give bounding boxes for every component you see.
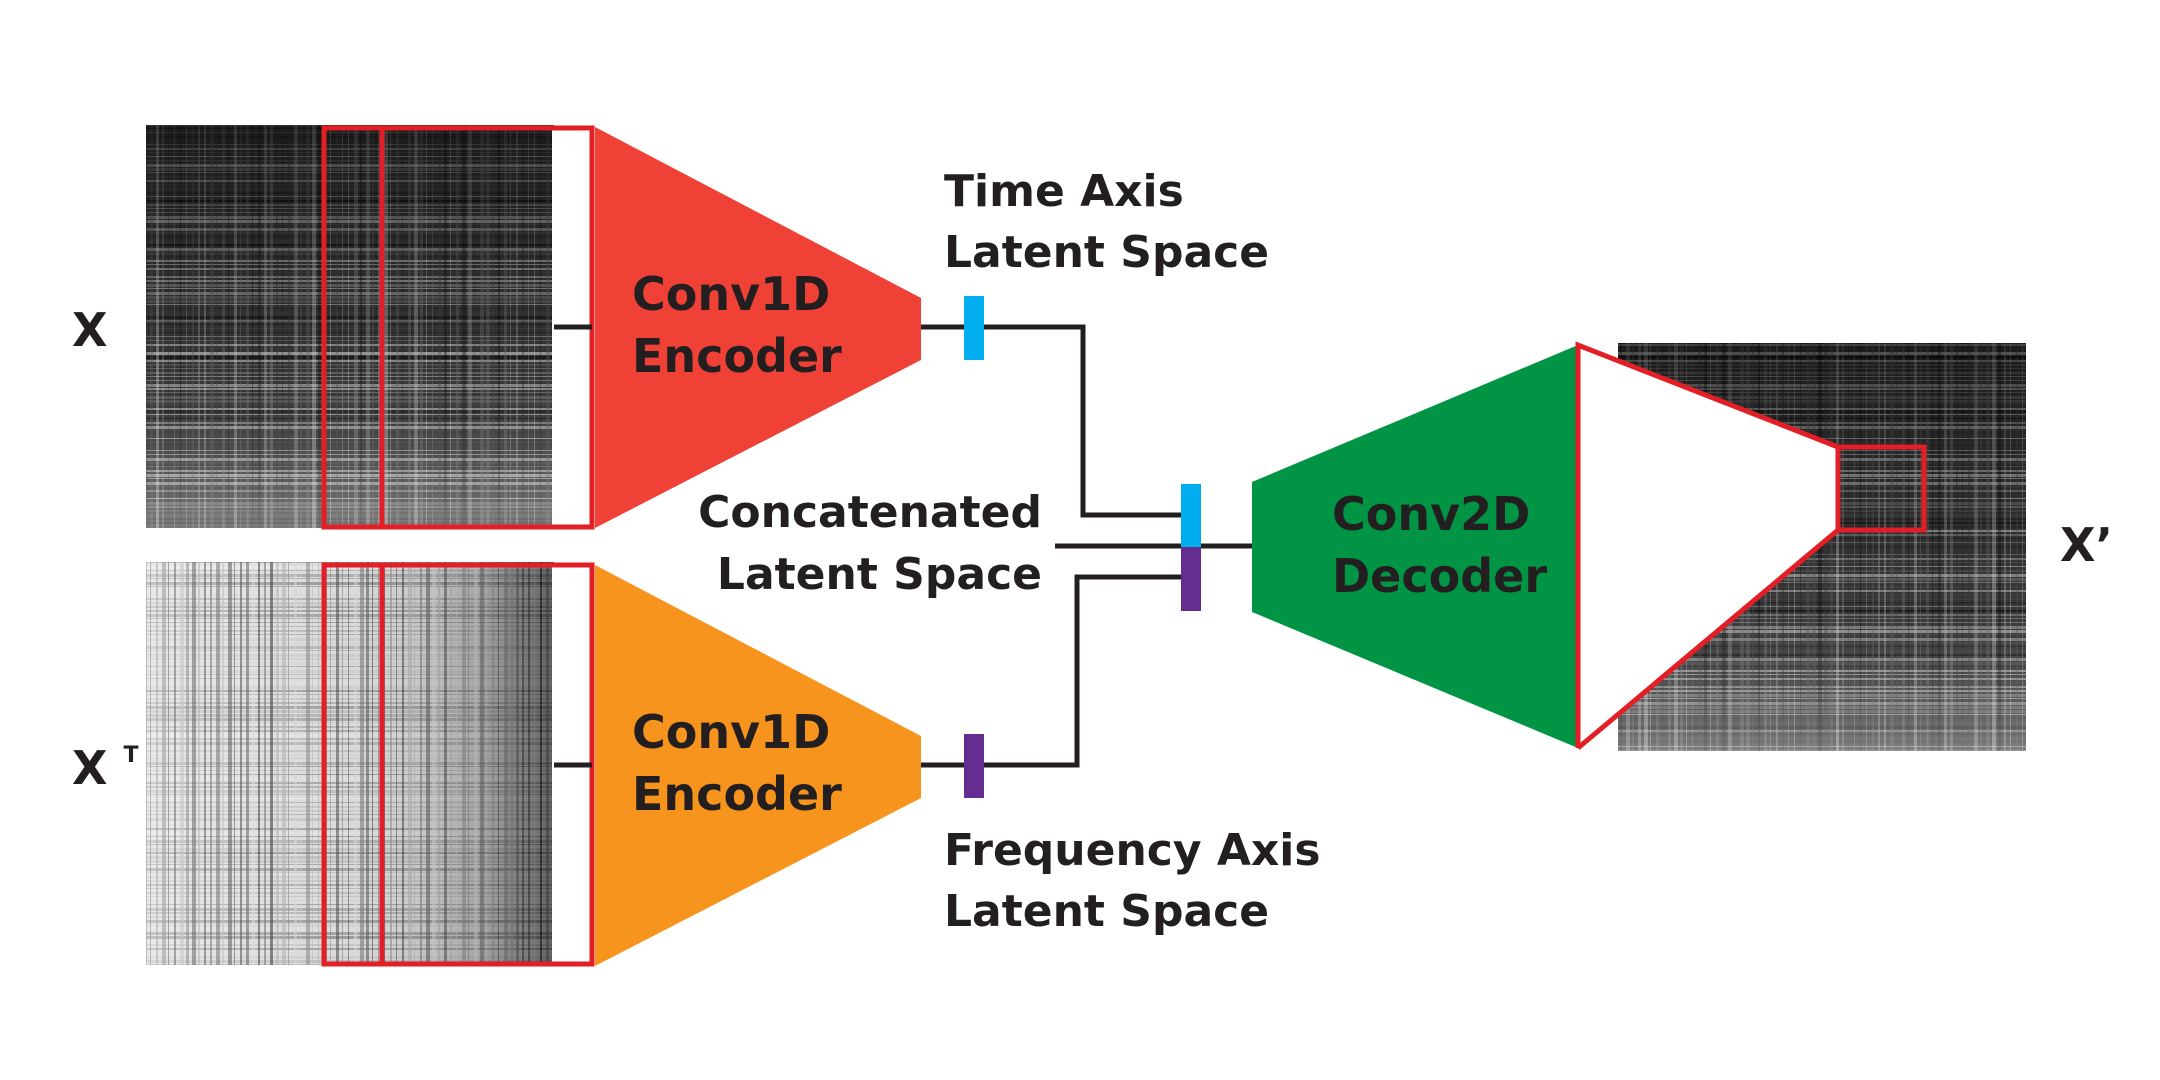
time-latent-label-2: Latent Space: [944, 227, 1269, 278]
encoder-top-label-2: Encoder: [632, 329, 842, 383]
spectrogram-xt: [146, 562, 554, 965]
concat-freq-bar: [1181, 547, 1201, 611]
freq-latent-label-2: Latent Space: [944, 886, 1269, 937]
label-xt-sup: T: [123, 743, 138, 768]
concat-latent-label-2: Latent Space: [717, 549, 1042, 600]
conv1d-encoder-top: [595, 127, 921, 528]
label-x-prime: X’: [2060, 518, 2113, 572]
label-xt: X T: [72, 741, 139, 795]
label-x: X: [72, 303, 107, 357]
conv1d-encoder-bottom: [595, 565, 921, 966]
conv2d-decoder: [1252, 345, 1578, 748]
wire-time-latent: [921, 324, 1182, 518]
encoder-top-label-1: Conv1D: [632, 267, 830, 321]
encoder-bottom-label-2: Encoder: [632, 767, 842, 821]
freq-latent-label-1: Frequency Axis: [944, 825, 1321, 876]
concat-latent-label-1: Concatenated: [698, 487, 1042, 538]
freq-latent-bar: [964, 734, 984, 798]
label-xt-base: X: [72, 741, 107, 795]
decoder-label-1: Conv2D: [1332, 487, 1530, 541]
zoom-patch-box: [1835, 444, 1927, 533]
decoder-label-2: Decoder: [1332, 549, 1547, 603]
concat-time-bar: [1181, 484, 1201, 548]
time-latent-label-1: Time Axis: [944, 166, 1184, 217]
time-latent-bar: [964, 296, 984, 360]
spectrogram-x: [146, 125, 554, 528]
wire-freq-latent: [921, 574, 1182, 768]
encoder-bottom-label-1: Conv1D: [632, 705, 830, 759]
zoom-wedge-fill: [1578, 345, 1838, 748]
